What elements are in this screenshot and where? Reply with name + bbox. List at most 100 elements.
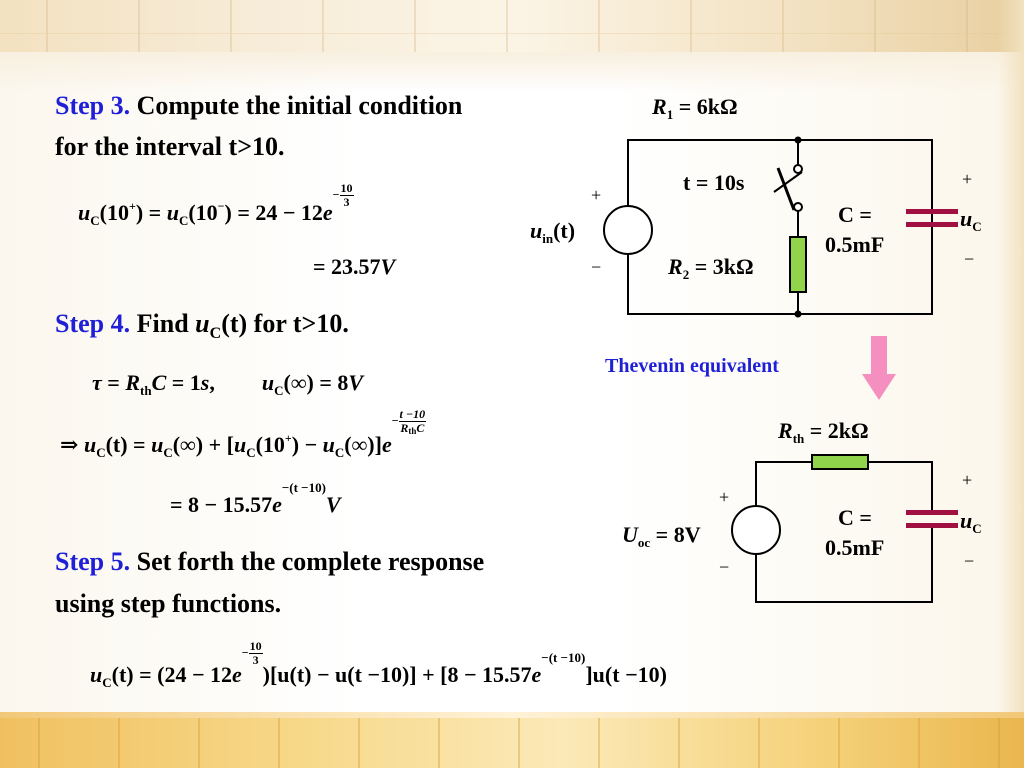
eq-part: ) bbox=[135, 200, 144, 225]
eq-e: e bbox=[531, 662, 542, 687]
circuit-thevenin bbox=[731, 454, 958, 603]
uc2-label: uC bbox=[960, 508, 982, 536]
uc2-plus: + bbox=[962, 470, 973, 490]
rth-name: R bbox=[778, 418, 793, 443]
right-edge-shade bbox=[998, 0, 1024, 768]
step4-line: Step 4. Find uC(t) for t>10. bbox=[55, 308, 349, 350]
down-arrow-icon bbox=[862, 336, 896, 400]
eq-exponent: −(t −10) bbox=[541, 650, 586, 665]
top-fade bbox=[0, 52, 1024, 92]
uin-name: u bbox=[530, 218, 543, 243]
eq-unit: V bbox=[380, 254, 396, 279]
exp-sign: − bbox=[391, 413, 399, 428]
r2-name: R bbox=[668, 254, 683, 279]
source2-minus: − bbox=[719, 557, 730, 577]
uc2-name: u bbox=[960, 508, 973, 533]
rth-label: Rth = 2kΩ bbox=[778, 418, 869, 446]
eq-part: (10 bbox=[255, 432, 285, 457]
eq-part: (∞) + [ bbox=[172, 432, 234, 457]
wire-outer bbox=[627, 139, 933, 315]
bottom-decor-band bbox=[0, 718, 1024, 768]
switch-contact-bottom bbox=[793, 202, 803, 212]
step4-t: (t) bbox=[221, 309, 248, 338]
r1-label: R1 = 6kΩ bbox=[652, 94, 738, 122]
rth-sub: th bbox=[792, 431, 805, 446]
eq-sub: C bbox=[90, 213, 100, 228]
bottom-highlight-line bbox=[0, 712, 1024, 718]
c1-label-2: 0.5mF bbox=[825, 232, 885, 257]
eq-rhs: = 24 − 12 bbox=[237, 200, 323, 225]
uoc-value: = 8V bbox=[655, 522, 701, 547]
eq-part: (t) = (24 − 12 bbox=[111, 662, 233, 687]
uc1-minus: − bbox=[964, 249, 975, 269]
step4-equation-3: = 8 − 15.57e−(t −10)V bbox=[170, 481, 341, 518]
step5-text: Set forth the complete response bbox=[136, 547, 485, 576]
top-decor-band bbox=[0, 0, 1024, 52]
step3-text: Compute the initial condition bbox=[136, 91, 463, 120]
eq-u: u bbox=[151, 432, 164, 457]
source1-plus: + bbox=[591, 185, 602, 205]
uc2-minus: − bbox=[964, 551, 975, 571]
uoc-label: Uoc = 8V bbox=[622, 522, 701, 550]
step4-sub: C bbox=[209, 325, 222, 343]
eq-equals: = bbox=[148, 200, 162, 225]
eq-tau: τ bbox=[92, 370, 102, 395]
exp-num: t −10 bbox=[398, 407, 427, 422]
thevenin-label: Thevenin equivalent bbox=[605, 355, 779, 377]
exp-sign: − bbox=[241, 645, 249, 660]
step4-text-pre: Find bbox=[136, 309, 189, 338]
eq-sub: C bbox=[96, 445, 106, 460]
eq-rhs: = 1 bbox=[171, 370, 201, 395]
exp-den-C: C bbox=[416, 421, 425, 435]
eq-e: e bbox=[381, 432, 392, 457]
wire-bottom bbox=[755, 526, 933, 603]
capacitor-plate-bottom bbox=[906, 222, 958, 227]
uc1-name: u bbox=[960, 206, 973, 231]
eq-sub: C bbox=[102, 675, 112, 690]
r1-name: R bbox=[652, 94, 667, 119]
r1-sub: 1 bbox=[666, 107, 674, 122]
uc1-plus: + bbox=[962, 169, 973, 189]
uc2-sub: C bbox=[972, 521, 982, 536]
eq-e: e bbox=[272, 492, 282, 517]
eq-part: (10 bbox=[99, 200, 129, 225]
eq-sub: C bbox=[274, 383, 284, 398]
eq-sub: C bbox=[334, 445, 345, 460]
eq-sup: + bbox=[128, 199, 136, 213]
eq-u: u bbox=[90, 662, 103, 687]
exp-sign: − bbox=[332, 187, 340, 202]
eq-equals: = bbox=[107, 370, 120, 395]
exp-den: 3 bbox=[343, 195, 350, 209]
step4-equation-1: τ = RthC = 1s, uC(∞) = 8V bbox=[92, 370, 364, 398]
capacitor-plate-top bbox=[906, 209, 958, 214]
eq-sub: C bbox=[246, 445, 256, 460]
switch-blade bbox=[773, 171, 803, 193]
eq-V: V bbox=[348, 370, 364, 395]
uoc-sub: oc bbox=[637, 535, 651, 550]
uin-label: uin(t) bbox=[530, 218, 575, 245]
uc1-label: uC bbox=[960, 206, 982, 234]
eq-exponent: −(t −10) bbox=[281, 480, 326, 495]
eq-e: e bbox=[232, 662, 242, 687]
eq-u: u bbox=[78, 200, 91, 225]
eq-sub: C bbox=[163, 445, 173, 460]
eq-part: (10 bbox=[188, 200, 218, 225]
eq-part: (t) = bbox=[105, 432, 146, 457]
source1-minus: − bbox=[591, 257, 602, 277]
c2-label-2: 0.5mF bbox=[825, 535, 885, 560]
step5-line1: Step 5. Set forth the complete response bbox=[55, 546, 484, 578]
exp-den-R: R bbox=[400, 421, 409, 435]
switch-label: t = 10s bbox=[683, 170, 745, 195]
c2-label-1: C = bbox=[838, 505, 872, 530]
eq-sup: + bbox=[284, 431, 292, 445]
eq-sub: th bbox=[140, 383, 152, 398]
eq-u: u bbox=[166, 200, 179, 225]
uc1-sub: C bbox=[972, 219, 982, 234]
eq-inf: (∞) = 8 bbox=[283, 370, 349, 395]
eq-sup: − bbox=[217, 199, 225, 213]
